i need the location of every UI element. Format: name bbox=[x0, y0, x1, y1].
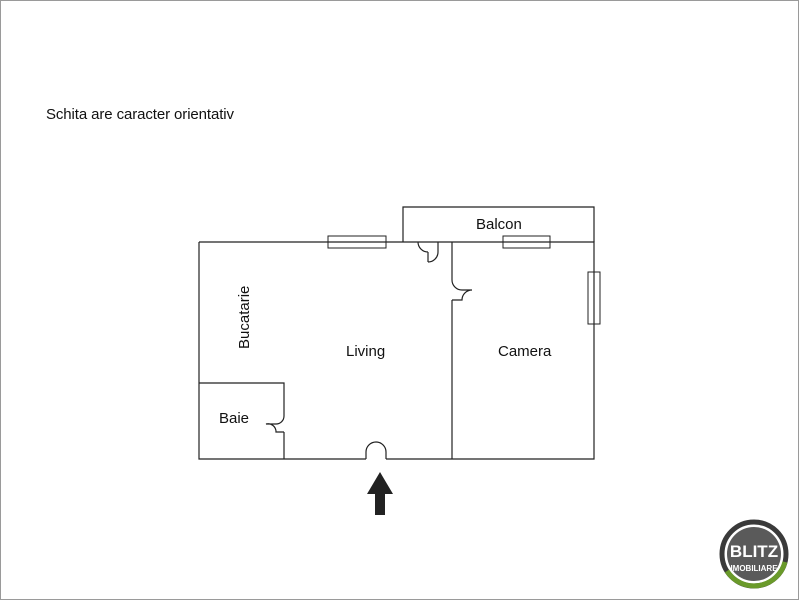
room-labels: Balcon Bucatarie Living Camera Baie bbox=[219, 216, 552, 427]
blitz-logo: BLITZ IMOBILIARE bbox=[719, 519, 789, 589]
balcony-door bbox=[417, 241, 439, 263]
bathroom-wall bbox=[199, 382, 285, 459]
label-baie: Baie bbox=[219, 410, 249, 427]
entrance-door bbox=[365, 441, 387, 459]
bathroom-door bbox=[265, 415, 285, 433]
disclaimer-note: Schita are caracter orientativ bbox=[46, 106, 234, 123]
balcony-wall bbox=[402, 206, 595, 242]
camera-door bbox=[451, 279, 473, 301]
label-balcon: Balcon bbox=[476, 216, 522, 233]
entrance-arrow-icon bbox=[367, 472, 393, 515]
label-bucatarie: Bucatarie bbox=[236, 286, 253, 349]
windows bbox=[327, 235, 601, 325]
doors bbox=[265, 241, 473, 459]
label-camera: Camera bbox=[498, 343, 552, 360]
logo-disk bbox=[727, 527, 781, 581]
label-living: Living bbox=[346, 343, 385, 360]
logo-ring-green bbox=[724, 561, 788, 589]
logo-text-sub: IMOBILIARE bbox=[730, 564, 778, 573]
logo-text-main: BLITZ bbox=[730, 542, 778, 561]
